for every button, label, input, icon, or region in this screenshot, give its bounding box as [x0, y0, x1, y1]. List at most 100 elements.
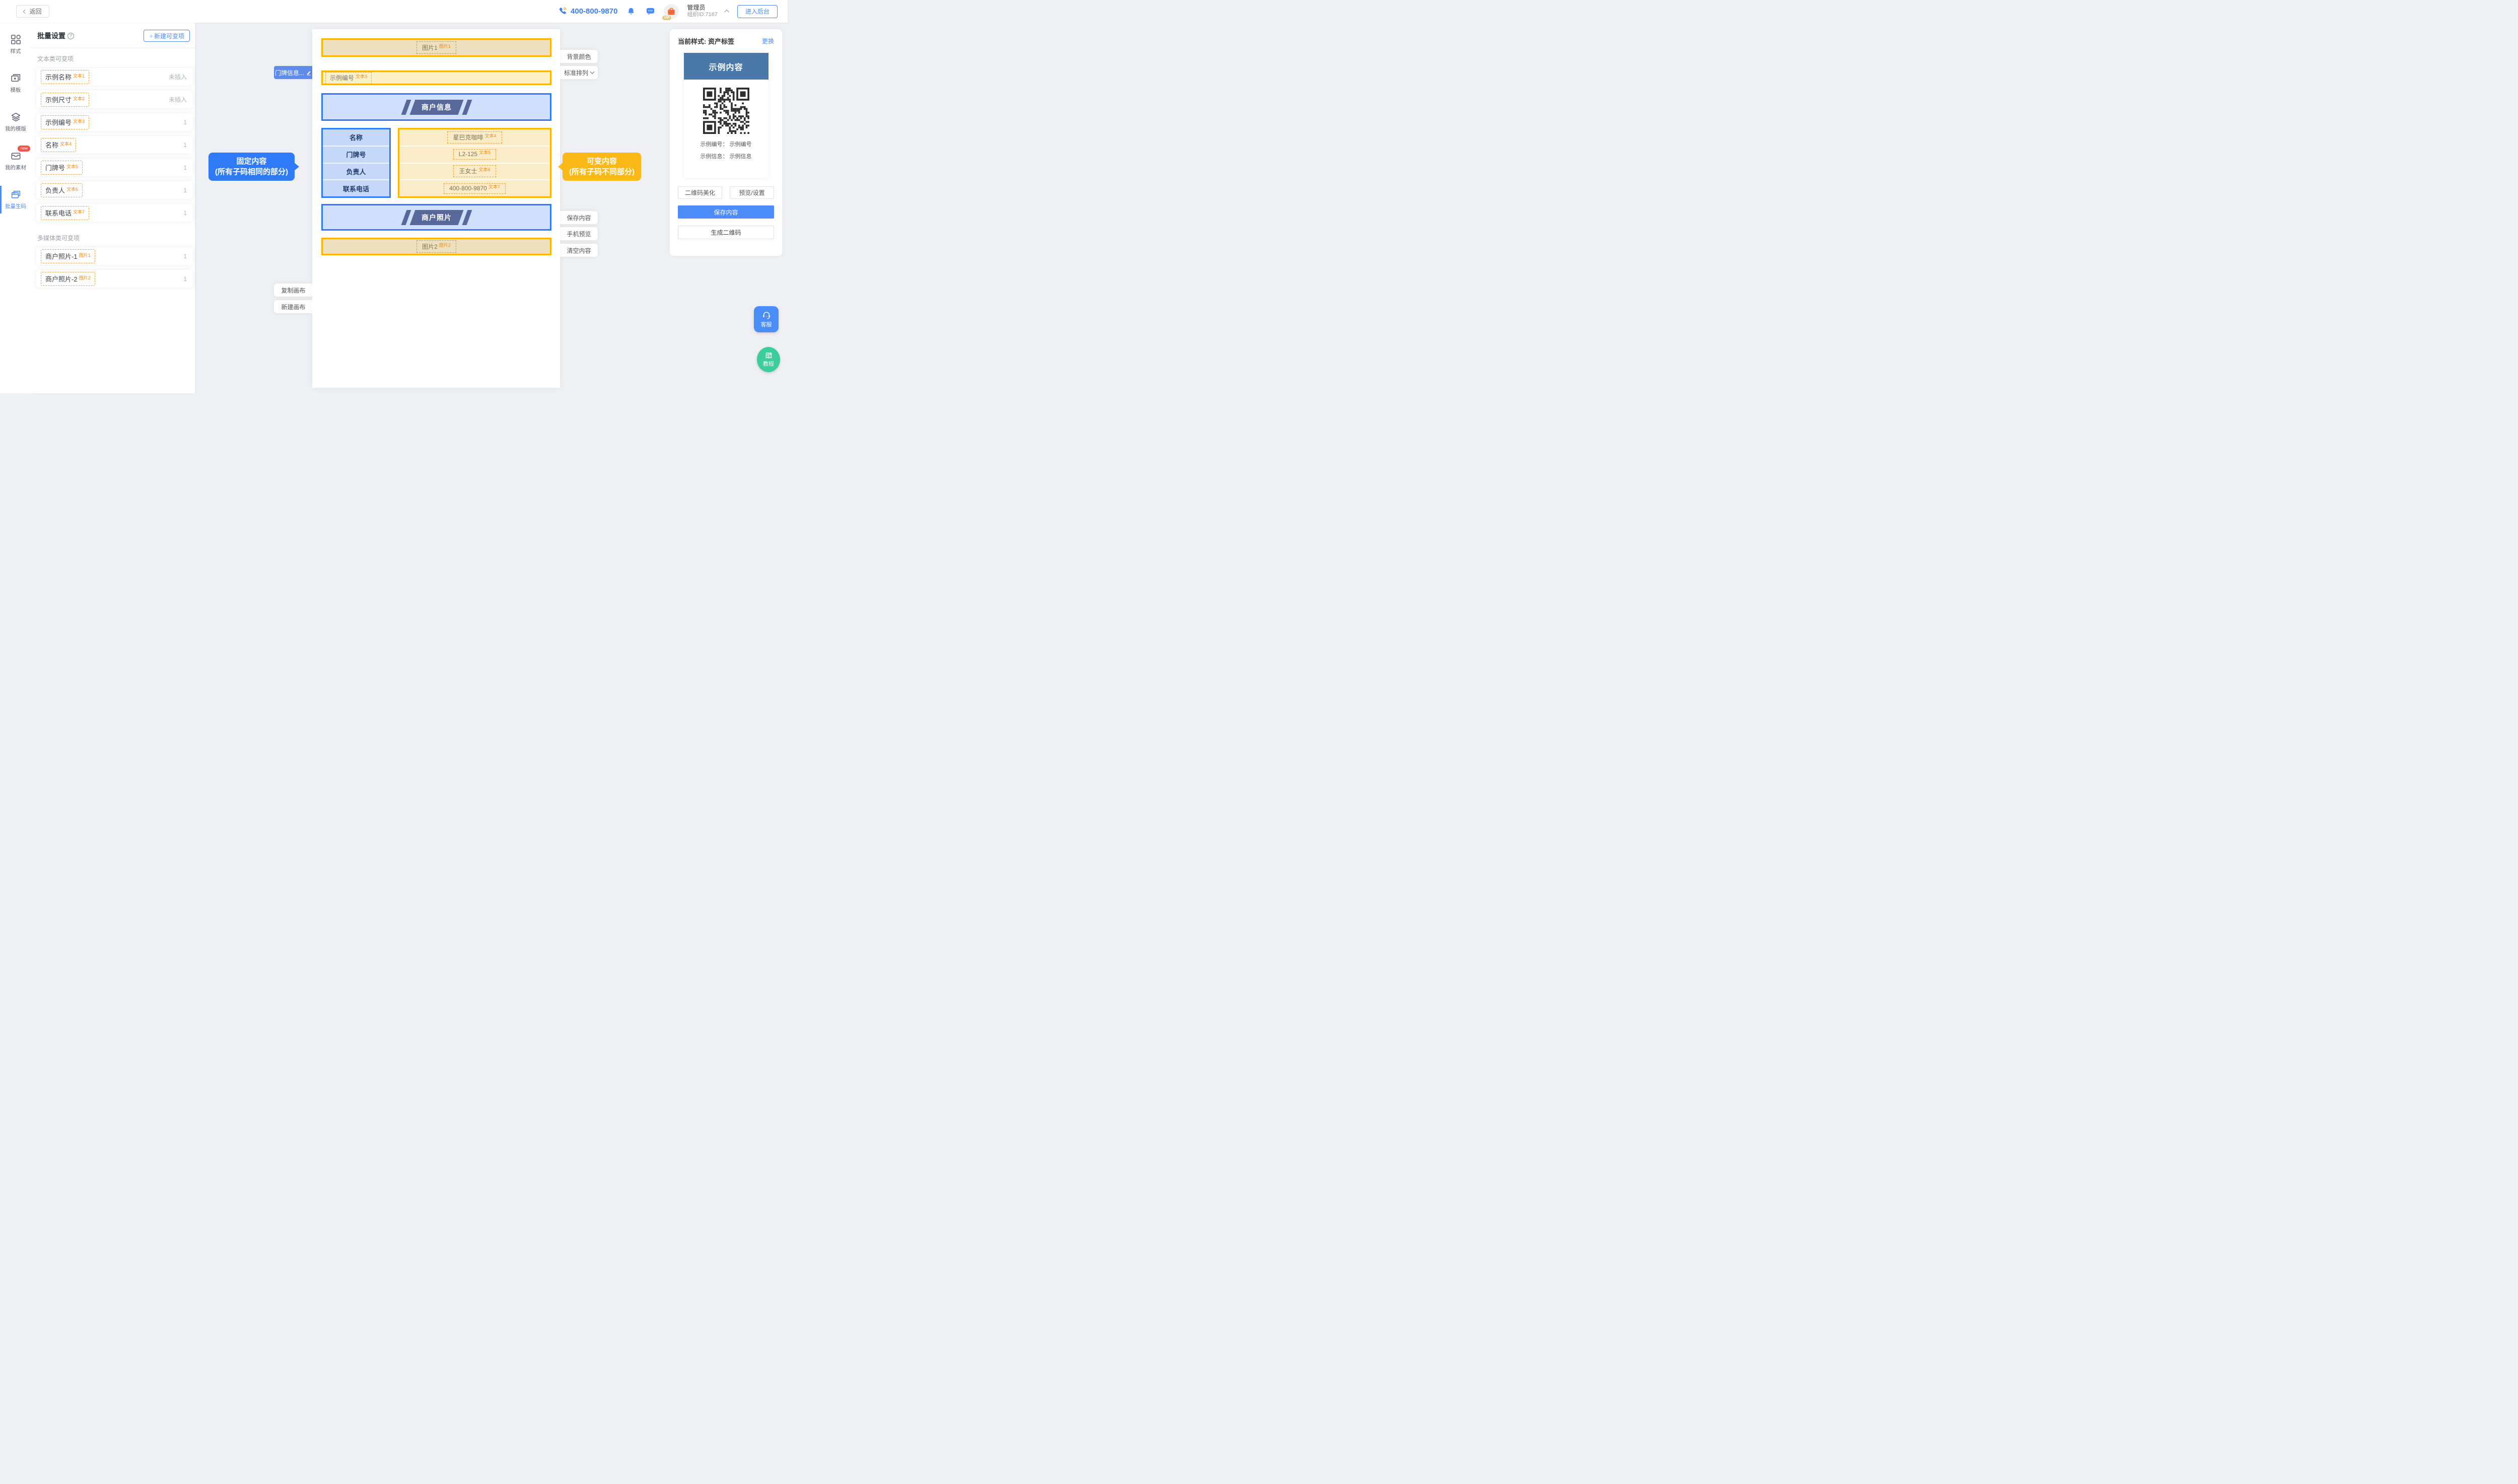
variable-tag: 文本2 [73, 96, 85, 101]
sidebar-item-template[interactable]: 模板 [0, 72, 31, 95]
table-value-row: 星巴克咖啡文本4 [399, 129, 550, 147]
tutorial-button[interactable]: 教程 [757, 347, 780, 372]
preview-settings-button[interactable]: 预览/设置 [730, 186, 774, 199]
sidebar-item-style[interactable]: 样式 [0, 33, 31, 56]
table-value-row: 王女士文本6 [399, 164, 550, 181]
back-button[interactable]: 返回 [16, 5, 49, 18]
grid-icon [11, 35, 21, 44]
sidebar-item-batch-generate[interactable]: 批量生码 [0, 186, 31, 214]
chevron-left-icon [23, 9, 28, 14]
generate-qr-button[interactable]: 生成二维码 [678, 226, 774, 239]
variable-tag: 文本6 [478, 167, 491, 173]
variable-tag: 图片2 [439, 243, 451, 248]
variable-tag: 文本5 [479, 150, 491, 156]
variable-item[interactable]: 名称文本4 1 [36, 136, 193, 154]
panel-title: 批量设置 ? [37, 31, 74, 41]
variable-tag: 文本4 [60, 141, 72, 147]
book-icon [765, 352, 772, 359]
phone-preview-button[interactable]: 手机预览 [560, 227, 598, 240]
table-key: 门牌号 [323, 147, 389, 164]
vip-badge: VIP [662, 15, 672, 21]
save-content-side-button[interactable]: 保存内容 [560, 211, 598, 224]
variable-tag: 文本7 [73, 209, 85, 215]
hotline: 400-800-9870 [556, 6, 617, 17]
caret-up-icon[interactable] [724, 9, 730, 15]
serial-block[interactable]: 示例编号文本3 [321, 70, 551, 85]
text-variables-section-label: 文本类可变项 [37, 55, 74, 62]
variable-tag: 图片2 [79, 275, 91, 280]
plus-icon: + [149, 32, 153, 40]
background-color-button[interactable]: 背景颜色 [560, 50, 598, 63]
save-content-button[interactable]: 保存内容 [678, 205, 774, 219]
new-badge: new [18, 146, 30, 152]
door-info-tag[interactable]: 门牌信息... [274, 66, 313, 79]
chevron-down-icon [590, 69, 595, 74]
variable-tag: 图片1 [79, 252, 91, 258]
variable-status: 1 [183, 186, 187, 194]
phone-icon [556, 6, 568, 17]
layers-icon [11, 112, 20, 122]
change-style-link[interactable]: 更换 [761, 38, 774, 45]
current-style-label: 当前样式: 资产标签 [678, 38, 734, 45]
variable-tag: 文本7 [488, 184, 500, 189]
variable-status: 1 [183, 141, 187, 149]
variable-item[interactable]: 联系电话文本7 1 [36, 204, 193, 222]
new-canvas-button[interactable]: 新建画布 [274, 300, 313, 313]
merchant-photo-banner[interactable]: 商户照片 [321, 204, 551, 231]
copy-canvas-button[interactable]: 复制画布 [274, 284, 313, 297]
variable-status: 1 [183, 118, 187, 126]
notification-bell-icon[interactable] [625, 6, 637, 17]
variable-item[interactable]: 示例尺寸文本2 未插入 [36, 91, 193, 108]
qr-beautify-button[interactable]: 二维码美化 [678, 186, 722, 199]
variable-status: 1 [183, 164, 187, 171]
canvas-area: 门牌信息... 复制画布 新建画布 背景颜色 标准排列 保存内容 手机预览 清空… [195, 23, 670, 393]
messages-icon[interactable] [645, 6, 656, 17]
enter-backend-button[interactable]: 进入后台 [737, 5, 778, 18]
variable-tag: 图片1 [439, 44, 451, 49]
variable-tag: 文本5 [66, 164, 79, 169]
variable-content-callout: 可变内容 (所有子码不同部分) [558, 153, 641, 181]
pencil-icon [307, 70, 311, 76]
sample-line: 示例信息： 示例信息 [700, 154, 752, 160]
avatar[interactable]: VIP [662, 4, 679, 21]
sidebar-item-my-assets[interactable]: new 我的素材 [0, 146, 31, 173]
fixed-table-column[interactable]: 名称 门牌号 负责人 联系电话 [321, 128, 391, 198]
style-preview-panel: 当前样式: 资产标签 更换 示例内容 示例编号： 示例编号 示例信息： 示例信息… [670, 29, 782, 256]
merchant-info-banner[interactable]: 商户信息 [321, 93, 551, 121]
variable-item[interactable]: 示例名称文本1 未插入 [36, 68, 193, 86]
batch-windows-icon [11, 190, 20, 198]
label-sample-card: 示例内容 示例编号： 示例编号 示例信息： 示例信息 [683, 53, 768, 178]
account-info[interactable]: 管理员 组织ID:7167 [687, 4, 718, 19]
table-key: 负责人 [323, 164, 389, 181]
clear-content-button[interactable]: 清空内容 [560, 244, 598, 257]
customer-service-button[interactable]: 客服 [754, 306, 779, 332]
fixed-content-callout: 固定内容 (所有子码相同的部分) [208, 153, 299, 181]
sample-line: 示例编号： 示例编号 [700, 142, 752, 148]
variable-status: 1 [183, 252, 187, 260]
variable-item[interactable]: 示例编号文本3 1 [36, 113, 193, 131]
sidebar-label: 我的素材 [5, 165, 26, 171]
left-icon-sidebar: 样式 模板 我的模版 new 我的素材 批量生码 [0, 23, 31, 393]
batch-settings-panel: 批量设置 ? + 新建可变项 文本类可变项 示例名称文本1 未插入 示例尺寸文本… [31, 23, 195, 393]
arrange-dropdown[interactable]: 标准排列 [560, 66, 598, 79]
variable-item[interactable]: 负责人文本6 1 [36, 181, 193, 199]
table-key: 联系电话 [342, 185, 369, 193]
variable-tag: 文本4 [484, 133, 497, 138]
qr-code [703, 88, 749, 134]
inbox-icon [11, 153, 20, 160]
sample-title: 示例内容 [683, 53, 768, 80]
headset-icon [762, 311, 770, 319]
variable-status: 未插入 [168, 74, 187, 81]
variable-item[interactable]: 门牌号文本5 1 [36, 159, 193, 176]
new-variable-button[interactable]: + 新建可变项 [144, 30, 190, 42]
sidebar-item-my-templates[interactable]: 我的模版 [0, 110, 31, 134]
admin-name: 管理员 [687, 4, 706, 12]
help-icon[interactable]: ? [67, 32, 74, 39]
